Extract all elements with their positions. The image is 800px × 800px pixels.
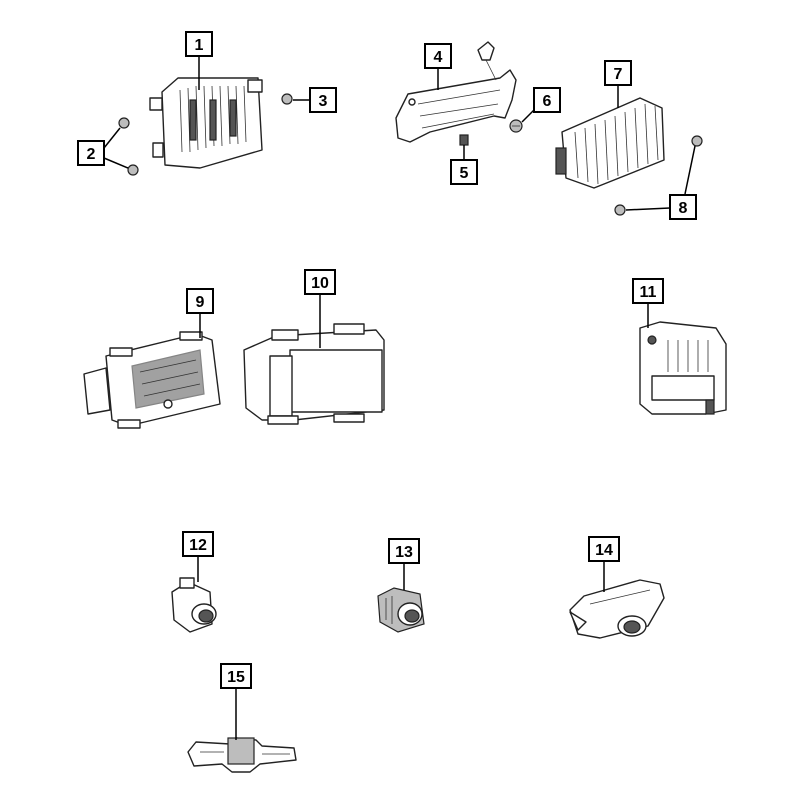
part-4-bracket [395,41,517,143]
part-14-sensor-bracket [569,579,665,639]
callout-10[interactable]: 10 [304,269,336,348]
part-11-upright-module [639,321,727,415]
part-9-module [83,331,221,429]
part-2-nuts [118,117,139,176]
part-13-camera [377,587,425,633]
callout-9-label: 9 [196,294,205,311]
callout-5[interactable]: 5 [450,145,478,185]
part-3-nut [281,93,293,105]
callout-15[interactable]: 15 [220,663,252,740]
part-5-clip [459,134,469,146]
part-6-screw [509,119,523,133]
part-12-camera [171,577,217,633]
callout-8-label: 8 [679,200,688,217]
part-10-module-box [243,323,385,425]
callout-12[interactable]: 12 [182,531,214,582]
callout-11[interactable]: 11 [632,278,664,328]
callout-2[interactable]: 2 [77,127,129,169]
callout-12-label: 12 [189,537,207,554]
part-7-finned-module [555,97,665,189]
callout-15-label: 15 [227,669,245,686]
callout-13[interactable]: 13 [388,538,420,590]
callout-4[interactable]: 4 [424,43,452,90]
part-1-control-module [149,77,263,169]
callout-3-label: 3 [319,93,328,110]
callout-7-label: 7 [614,66,623,83]
callout-6-label: 6 [543,93,552,110]
part-15-bracket [187,737,297,773]
callout-7[interactable]: 7 [604,60,632,108]
callout-1-label: 1 [195,37,204,54]
callout-10-label: 10 [311,275,329,292]
callout-8[interactable]: 8 [625,145,697,220]
callout-11-label: 11 [640,284,657,301]
callout-14[interactable]: 14 [588,536,620,592]
callout-6[interactable]: 6 [521,87,561,123]
callout-3[interactable]: 3 [293,87,337,113]
callout-5-label: 5 [460,165,469,182]
callout-4-label: 4 [434,49,443,66]
callout-2-label: 2 [87,146,96,163]
callout-1[interactable]: 1 [185,31,213,90]
callout-14-label: 14 [595,542,613,559]
callout-13-label: 13 [395,544,413,561]
part-8-nuts [614,135,703,216]
callout-9[interactable]: 9 [186,288,214,338]
